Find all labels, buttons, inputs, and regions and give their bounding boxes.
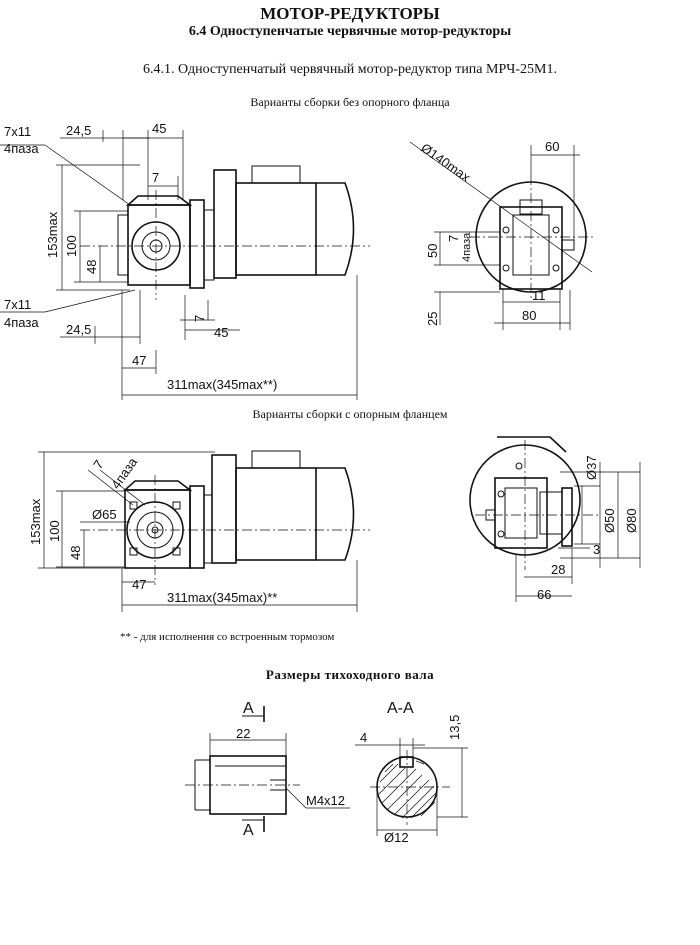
- caption-without-flange: Варианты сборки без опорного фланца: [250, 95, 450, 109]
- dim-7-bottom: 7: [192, 315, 207, 322]
- dim-153max-v3: 153max: [28, 498, 43, 545]
- dim-311max: 311max(345max**): [167, 377, 277, 392]
- dim-47: 47: [132, 353, 146, 368]
- dim-153max: 153max: [45, 211, 60, 258]
- dim-60: 60: [545, 139, 559, 154]
- label-4-slots: 4паза: [461, 232, 473, 262]
- motor-fan-cover-2: [316, 467, 355, 561]
- dim-d12: Ø12: [384, 830, 409, 845]
- view-side-with-flange: 7 4паза 153max 100 Ø65 48 47 311max(345m…: [28, 450, 370, 612]
- section-title: 6.4 Одноступенчатые червячные мотор-реду…: [188, 24, 512, 39]
- dim-d65: Ø65: [92, 507, 117, 522]
- motor-body-2: [235, 467, 317, 561]
- dim-45-top: 45: [152, 121, 166, 136]
- dim-28: 28: [551, 562, 565, 577]
- dim-311max-v3: 311max(345max)**: [167, 590, 277, 605]
- footnote: ** - для исполнения со встроенным тормоз…: [120, 631, 335, 643]
- dim-11: 11: [532, 288, 546, 303]
- page-title: МОТОР-РЕДУКТОРЫ: [260, 4, 440, 23]
- dim-d140max: Ø140max: [418, 140, 473, 185]
- dim-d80: Ø80: [624, 508, 639, 533]
- dim-22: 22: [236, 726, 250, 741]
- dim-45-bottom: 45: [214, 325, 228, 340]
- view-side-no-flange: 7х11 4паза 24,5 45 7 153max 100 48 7х11 …: [0, 121, 370, 400]
- label-slots-top: 7х11: [4, 124, 31, 139]
- view-end-no-flange: Ø140max 60 50 7 4паза 11 25 80: [409, 139, 595, 330]
- dim-d50: Ø50: [602, 508, 617, 533]
- dim-13-5: 13,5: [447, 715, 462, 740]
- dim-47-v3: 47: [132, 577, 146, 592]
- label-slots-top-count: 4паза: [4, 141, 39, 156]
- dim-7: 7: [446, 235, 461, 242]
- dim-48: 48: [84, 260, 99, 274]
- dim-48-v3: 48: [68, 546, 83, 560]
- caption-with-flange: Варианты сборки с опорным фланцем: [252, 407, 448, 421]
- section-marker-a-top: А: [243, 700, 254, 717]
- dim-25: 25: [425, 312, 440, 326]
- dim-50: 50: [425, 244, 440, 258]
- subsection-title: 6.4.1. Одноступенчатый червячный мотор-р…: [143, 62, 557, 77]
- label-4-slots-v3: 4паза: [108, 454, 141, 492]
- dim-7-v3: 7: [90, 457, 106, 472]
- dim-80: 80: [522, 308, 536, 323]
- section-title-aa: А-А: [387, 700, 414, 717]
- dim-24-5-top: 24,5: [66, 123, 91, 138]
- dim-3: 3: [593, 542, 600, 557]
- dim-4: 4: [360, 730, 367, 745]
- section-marker-a-bottom: А: [243, 822, 254, 839]
- motor-flange: [213, 169, 237, 279]
- dim-7-top: 7: [152, 170, 159, 185]
- view-end-with-flange: Ø37 Ø50 Ø80 3 28 66: [469, 436, 641, 602]
- label-thread-m4x12: М4х12: [306, 793, 345, 808]
- dim-24-5-bottom: 24,5: [66, 322, 91, 337]
- motor-fan-cover: [316, 182, 355, 276]
- dim-100: 100: [64, 235, 79, 257]
- label-slots-bottom-count: 4паза: [4, 315, 39, 330]
- label-slots-bottom: 7х11: [4, 297, 31, 312]
- dim-100-v3: 100: [47, 520, 62, 542]
- view-shaft-detail: А А 22 М4х12 А-А: [185, 700, 468, 845]
- dim-d37: Ø37: [584, 455, 599, 480]
- support-flange-side: [561, 487, 573, 547]
- motor-body: [235, 182, 317, 276]
- dim-66: 66: [537, 587, 551, 602]
- gearbox-top: [125, 195, 193, 206]
- caption-shaft: Размеры тихоходного вала: [265, 667, 435, 682]
- motor-flange-2: [211, 454, 237, 564]
